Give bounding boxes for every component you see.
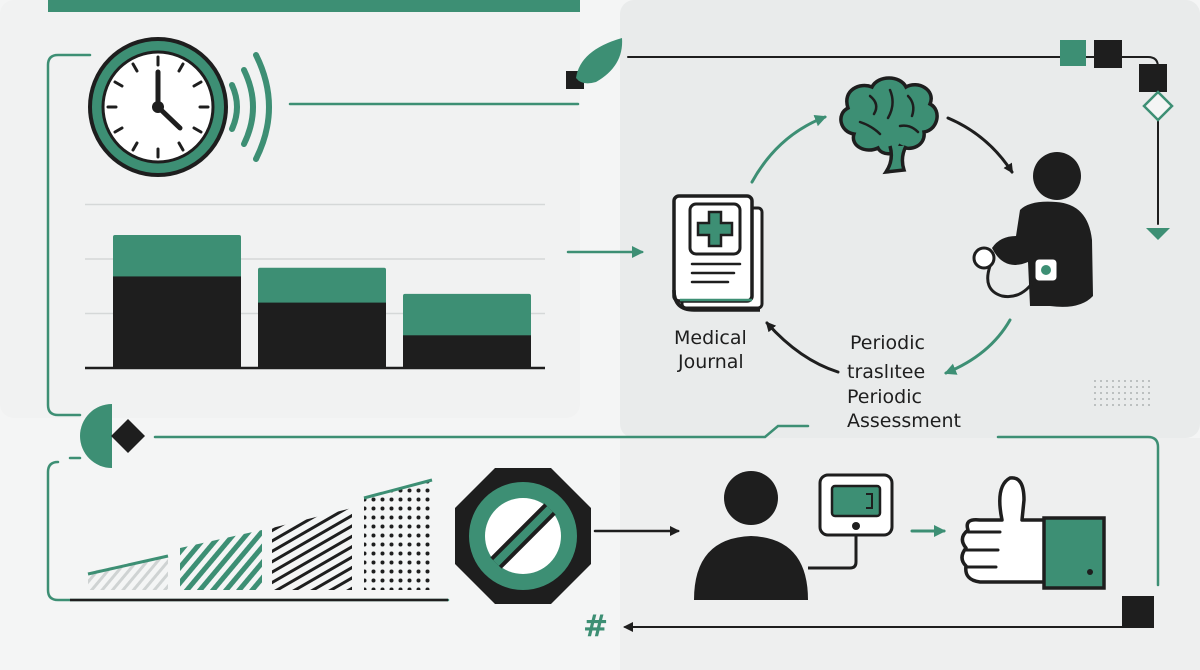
markers	[80, 38, 1174, 628]
leaf-icon	[576, 38, 623, 84]
journal-label-line2: Journal	[678, 351, 744, 373]
assessment-label-line1: Periodic	[850, 332, 925, 354]
person-with-device-icon	[972, 152, 1093, 307]
wedge-chart	[70, 478, 448, 602]
bottom-left-frame-line	[46, 460, 450, 602]
assessment-to-journal-arrow	[765, 321, 840, 374]
monitor-device-icon	[808, 473, 894, 570]
thumbs-up-icon	[960, 476, 1106, 590]
signal-waves-icon	[229, 52, 272, 162]
square-marker-icon	[1060, 40, 1086, 66]
bar-inner-3	[403, 335, 531, 368]
journal-label-line1: Medical	[674, 327, 747, 349]
clock-icon	[88, 37, 228, 177]
diamond-icon	[1142, 90, 1174, 122]
prohibition-sign-icon	[455, 468, 591, 604]
assessment-label-line4: Assessment	[847, 410, 961, 432]
square-marker-icon	[1094, 40, 1122, 68]
medical-journal-icon	[672, 194, 764, 312]
half-circle-marker	[80, 404, 112, 468]
right-frame-line	[996, 435, 1160, 587]
person-icon	[694, 471, 808, 600]
top-right-panel	[620, 0, 1200, 438]
assessment-label-line3: Periodic	[847, 386, 922, 408]
square-marker-icon	[1122, 596, 1154, 628]
brain-icon	[839, 76, 939, 175]
left-frame-line	[46, 53, 92, 417]
bottom-right-panel	[620, 438, 1200, 670]
bar-inner-1	[113, 276, 241, 368]
mid-connector-line	[153, 424, 810, 439]
hash-symbol: #	[583, 609, 609, 644]
bar-chart	[85, 203, 545, 370]
brain-to-person-arrow	[946, 116, 1014, 174]
assessment-label-line2: traslıtee	[847, 361, 926, 383]
person-to-assessment-arrow	[944, 318, 1012, 375]
bar-inner-2	[258, 302, 386, 368]
square-marker-icon	[1139, 64, 1167, 92]
dot-texture	[1092, 378, 1150, 408]
journal-to-brain-arrow	[750, 114, 827, 184]
down-arrow-head	[1146, 228, 1170, 240]
top-accent-bar	[48, 0, 580, 12]
diamond-icon	[111, 419, 145, 453]
